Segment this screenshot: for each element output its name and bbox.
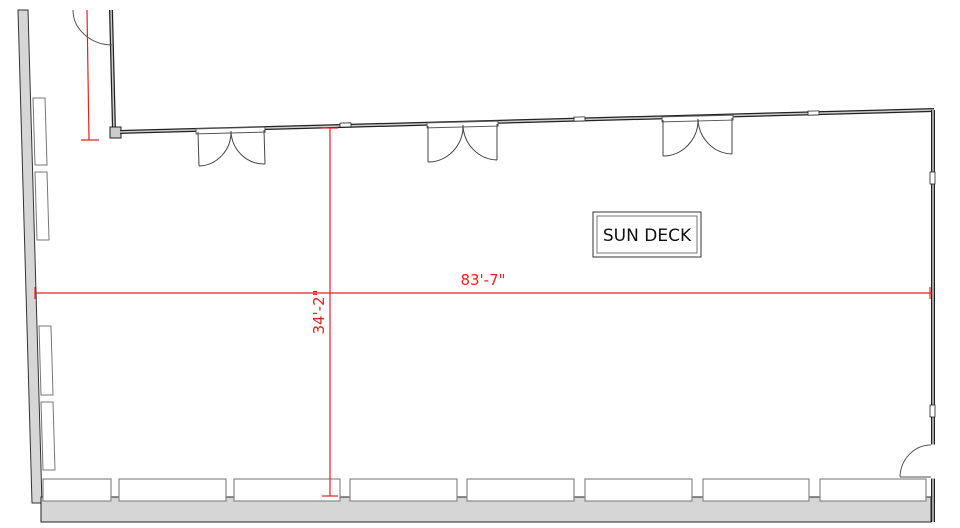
double-door [426,120,499,163]
bench [584,478,693,502]
width-dimension: 83'-7" [460,271,505,289]
door-swing [72,9,113,46]
left-wall [17,9,43,504]
bench [42,478,112,502]
corner-post [109,126,122,139]
double-door [195,126,266,167]
bench [233,478,341,502]
bench [466,478,575,502]
dimension-lines [34,9,932,497]
bench [702,478,810,502]
inner-vertical-wall [109,9,116,131]
right-wall [929,110,936,522]
bench-row [42,478,927,502]
bench [819,478,927,502]
bench [349,478,458,502]
depth-dimension: 34'-2" [310,289,328,334]
room-label-box: SUN DECK [592,211,702,258]
bench [118,478,227,502]
left-windows [32,97,56,471]
double-door [661,114,734,157]
single-door [899,444,932,478]
room-label: SUN DECK [603,226,692,246]
